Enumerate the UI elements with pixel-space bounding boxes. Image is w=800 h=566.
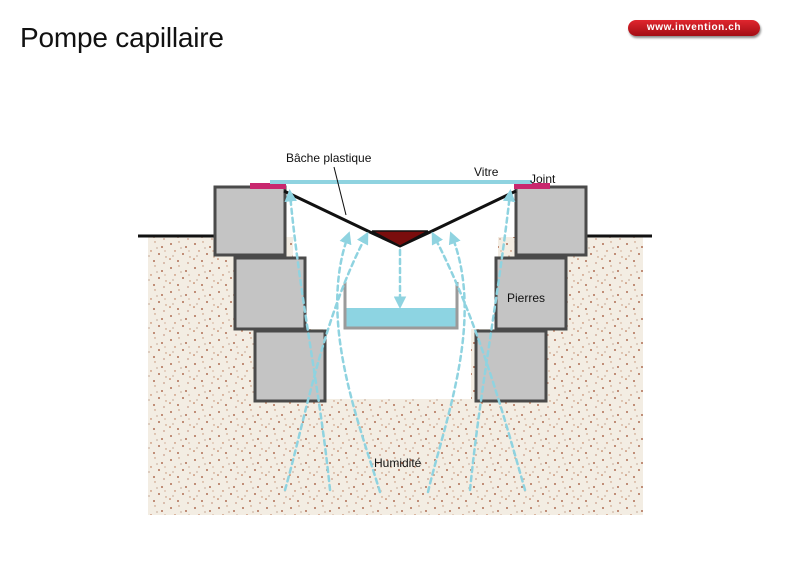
stone [474,329,548,403]
label-tarp: Bâche plastique [286,151,372,165]
stone [253,329,327,403]
humidity-arrow [468,189,516,492]
soil [148,237,643,515]
humidity-arrow [283,231,369,492]
stone-wall-left [213,185,327,403]
stone [233,256,307,331]
page-title: Pompe capillaire [20,22,224,53]
water-tray [343,282,459,330]
seal-left [250,183,286,189]
humidity-arrow [336,231,382,494]
tarp-leader-line [333,166,347,216]
drip-collector [371,230,429,247]
humidity-arrow [426,231,466,494]
stone-wall-right [474,185,588,403]
stone [514,185,588,257]
humidity-arrow [284,189,332,492]
seal-right [514,183,550,189]
label-humidity: Humidité [374,456,422,470]
label-stones: Pierres [507,291,545,305]
glass-pane [270,180,532,184]
label-glass: Vitre [474,165,499,179]
stone [213,185,287,257]
humidity-flow [283,189,527,494]
brand-badge: www.invention.ch [628,20,760,36]
label-seal: Joint [530,172,556,186]
water [346,308,456,328]
humidity-arrow [431,231,527,492]
